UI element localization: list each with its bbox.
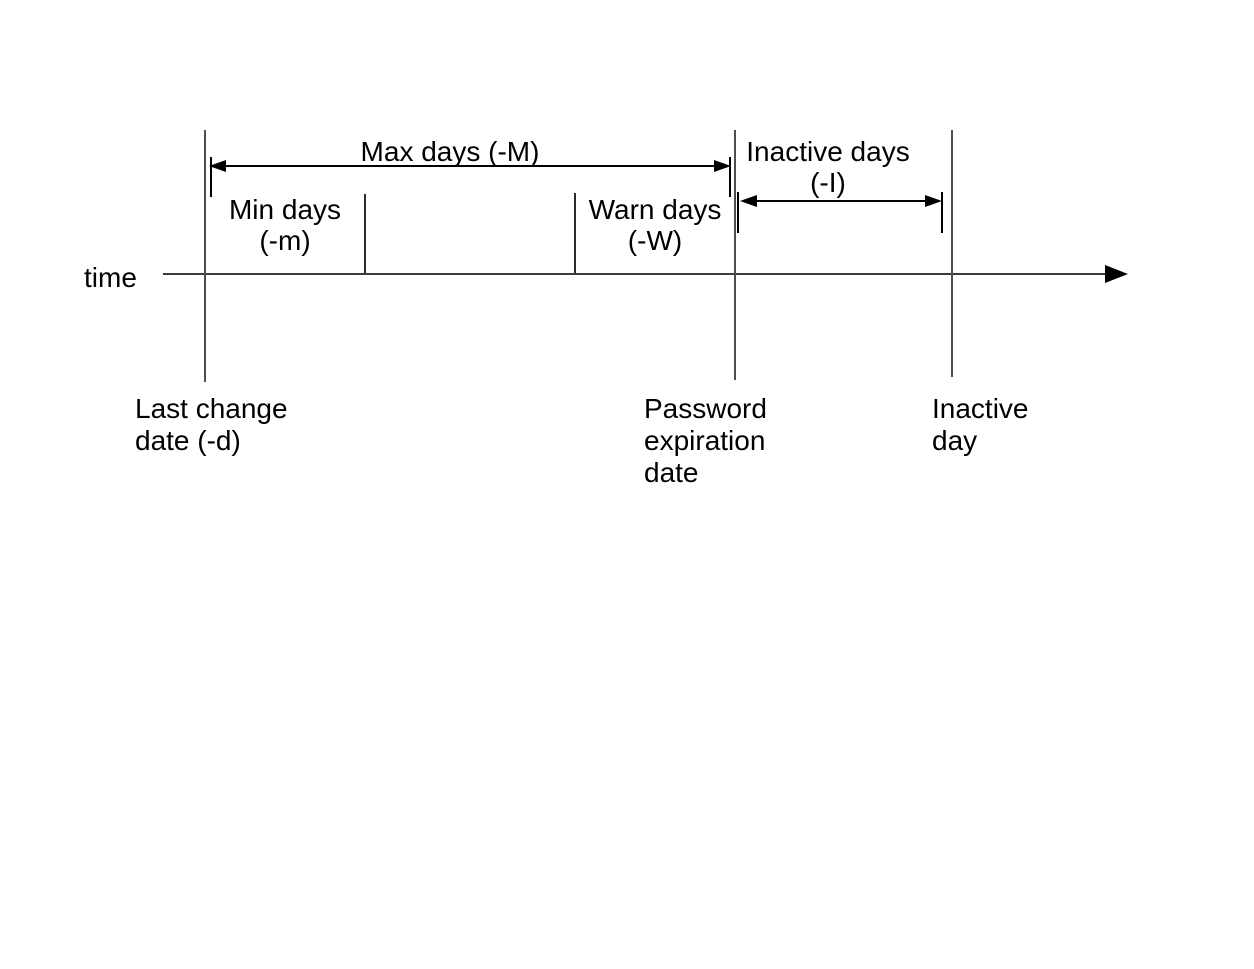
max-days-right-arrowhead-icon (714, 160, 731, 172)
time-axis-arrowhead-icon (1105, 265, 1128, 283)
inactive-days-right-tick (941, 192, 943, 233)
inactive-days-arrow-line (754, 200, 928, 202)
password-expiration-date-label: Password expiration date (644, 393, 767, 488)
inactive-day-line (951, 130, 953, 377)
warn-days-label: Warn days (-W) (588, 194, 722, 256)
max-days-arrow-line (224, 165, 716, 167)
inactive-days-label: Inactive days (-I) (746, 136, 910, 198)
max-days-left-arrowhead-icon (209, 160, 226, 172)
min-days-boundary-line (364, 194, 366, 273)
inactive-days-left-tick (737, 192, 739, 233)
max-days-label: Max days (-M) (360, 136, 540, 167)
inactive-days-right-arrowhead-icon (925, 195, 942, 207)
last-change-date-line (204, 130, 206, 382)
time-axis-label: time (84, 262, 137, 293)
time-axis-line (163, 273, 1108, 275)
inactive-days-left-arrowhead-icon (740, 195, 757, 207)
max-days-left-tick (210, 157, 212, 197)
inactive-day-label: Inactive day (932, 393, 1029, 456)
password-expiration-date-line (734, 130, 736, 380)
max-days-right-tick (729, 157, 731, 197)
last-change-date-label: Last change date (-d) (135, 393, 288, 456)
warn-days-boundary-line (574, 193, 576, 273)
min-days-label: Min days (-m) (228, 194, 342, 256)
